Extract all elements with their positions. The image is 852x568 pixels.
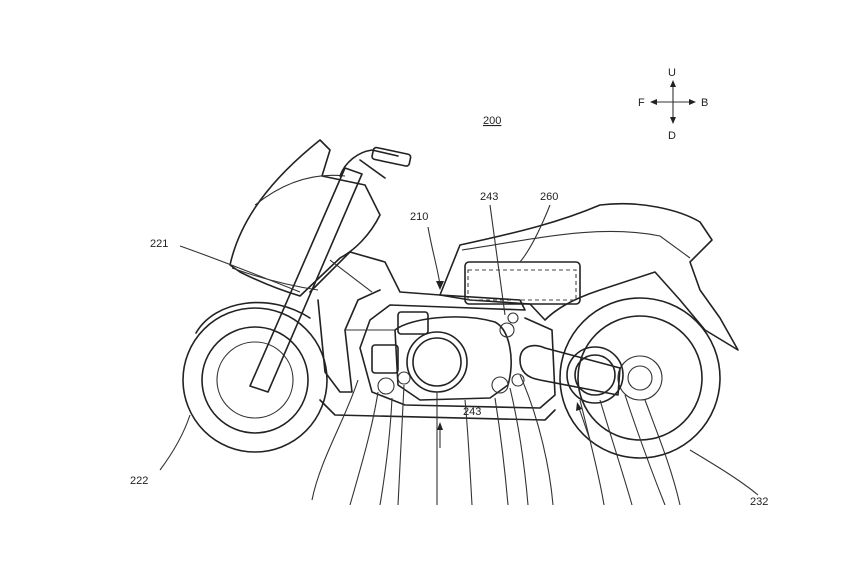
arrow-front-icon [650, 99, 657, 105]
rear-wheel [559, 297, 721, 459]
compass-up-label: U [668, 67, 676, 79]
leader-243a [489, 204, 506, 316]
battery-dashed-outline [467, 269, 577, 301]
leader-210 [427, 226, 441, 286]
figure-number: 200 [483, 115, 501, 127]
motor-cap [397, 311, 429, 335]
label-243-top: 243 [480, 191, 498, 203]
arrow-up-icon [670, 80, 676, 87]
front-fairing [229, 139, 381, 297]
compass-back-label: B [701, 97, 708, 109]
label-243-engine: 243 [463, 406, 481, 418]
rear-body [439, 202, 739, 351]
rear-pulley [566, 346, 624, 404]
leader-222 [159, 414, 191, 471]
arrow-down-icon [670, 117, 676, 124]
front-fender [195, 301, 311, 334]
compass-front-label: F [638, 97, 645, 109]
front-wheel [182, 307, 328, 453]
leader-lines [311, 374, 681, 506]
label-221: 221 [150, 238, 168, 250]
main-frame [309, 251, 556, 409]
arrow-back-icon [689, 99, 696, 105]
label-260: 260 [540, 191, 558, 203]
handlebar [339, 146, 412, 179]
drive-pulley [406, 331, 468, 393]
mount-bolts [377, 312, 525, 395]
label-222: 222 [130, 475, 148, 487]
compass-down-label: D [668, 130, 676, 142]
leader-221 [179, 245, 301, 293]
bottom-crop [0, 505, 852, 568]
direction-compass: U D F B [638, 67, 708, 142]
front-fork [249, 167, 363, 393]
leader-232 [689, 449, 759, 496]
swing-arm [519, 344, 621, 396]
label-210: 210 [410, 211, 428, 223]
fairing-line [254, 174, 346, 206]
leader-260 [519, 204, 551, 263]
